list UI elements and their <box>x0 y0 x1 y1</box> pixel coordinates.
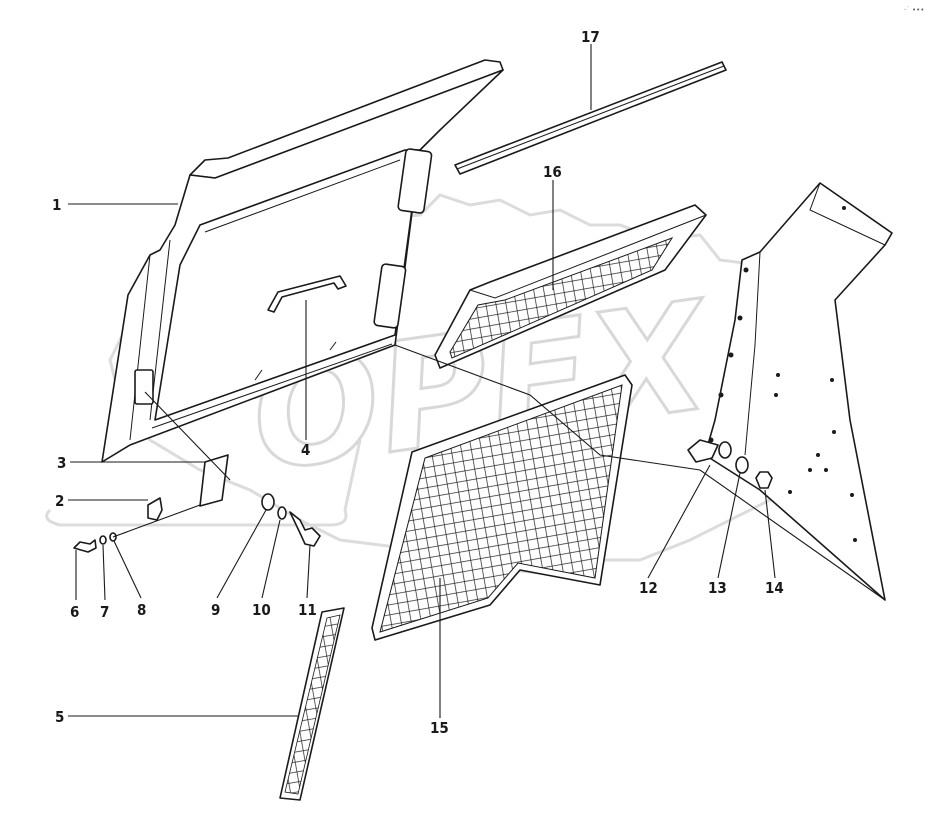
screw-6 <box>73 539 97 553</box>
leader-7 <box>102 544 106 601</box>
washer-9 <box>261 493 275 511</box>
hinge-upper <box>397 148 433 214</box>
side-panel-outline <box>704 182 893 601</box>
frame-edge-line-3 <box>154 334 396 421</box>
frame-edge-line-8 <box>419 129 441 151</box>
lower-panel-mesh <box>379 384 623 633</box>
assembly-line <box>394 344 886 601</box>
leader-14 <box>764 489 776 579</box>
nut-14 <box>755 471 773 489</box>
label-13: 13 <box>708 579 727 597</box>
leader-8 <box>112 504 201 599</box>
seal-strip <box>454 61 727 175</box>
label-3: 3 <box>57 454 66 472</box>
washer-13a <box>718 441 732 459</box>
label-14: 14 <box>765 579 784 597</box>
side-panel <box>704 182 893 601</box>
handle-rod-shape <box>267 275 347 313</box>
door-frame <box>101 59 504 463</box>
washer-10 <box>277 506 287 520</box>
upper-panel-edge <box>469 214 707 299</box>
bracket-12 <box>687 439 719 463</box>
leader-10 <box>261 519 281 599</box>
lower-trim-panel <box>371 374 633 641</box>
side-panel-holes <box>708 206 857 542</box>
handle-rod <box>267 275 347 313</box>
leader-lines <box>68 44 886 718</box>
seal-strip-edge <box>456 65 725 170</box>
label-9: 9 <box>211 601 220 619</box>
label-16: 16 <box>543 163 562 181</box>
leader-3 <box>70 391 231 481</box>
hinge-lower <box>373 263 407 329</box>
label-10: 10 <box>252 601 271 619</box>
upper-panel-mesh <box>449 237 674 359</box>
corner-mark: ·˙ ••• <box>904 6 924 14</box>
frame-edge-line-7 <box>174 174 191 226</box>
strip-mesh <box>284 614 341 795</box>
label-12: 12 <box>639 579 658 597</box>
catch-2 <box>147 497 163 521</box>
label-8: 8 <box>137 601 146 619</box>
leader-13 <box>717 472 741 579</box>
vertical-strip <box>279 607 345 801</box>
label-2: 2 <box>55 492 64 510</box>
frame-rivet-line <box>254 341 337 381</box>
label-11: 11 <box>298 601 317 619</box>
side-panel-flange <box>744 251 761 456</box>
label-15: 15 <box>430 719 449 737</box>
label-5: 5 <box>55 708 64 726</box>
label-1: 1 <box>52 196 61 214</box>
leader-11 <box>306 544 311 599</box>
frame-edge-line-1 <box>199 149 406 226</box>
leader-12 <box>647 464 711 579</box>
part-labels: 1 2 3 4 5 6 7 8 9 10 11 12 13 14 15 16 1… <box>52 28 784 737</box>
washer-7 <box>99 535 107 545</box>
plate-3 <box>199 454 229 507</box>
frame-edge-line-2 <box>204 159 401 233</box>
side-panel-edge <box>809 182 886 246</box>
bolt-11 <box>289 511 321 547</box>
upper-trim-panel <box>434 204 707 369</box>
watermark-swoosh <box>45 439 362 527</box>
lock-hardware <box>73 454 321 553</box>
label-17: 17 <box>581 28 600 46</box>
label-7: 7 <box>100 603 109 621</box>
label-6: 6 <box>70 603 79 621</box>
label-4: 4 <box>301 441 310 459</box>
leader-9 <box>216 509 267 599</box>
frame-edge-line-4 <box>151 343 393 429</box>
latch-plate <box>134 369 154 405</box>
bracket-hardware <box>687 439 773 489</box>
washer-13 <box>735 456 749 474</box>
